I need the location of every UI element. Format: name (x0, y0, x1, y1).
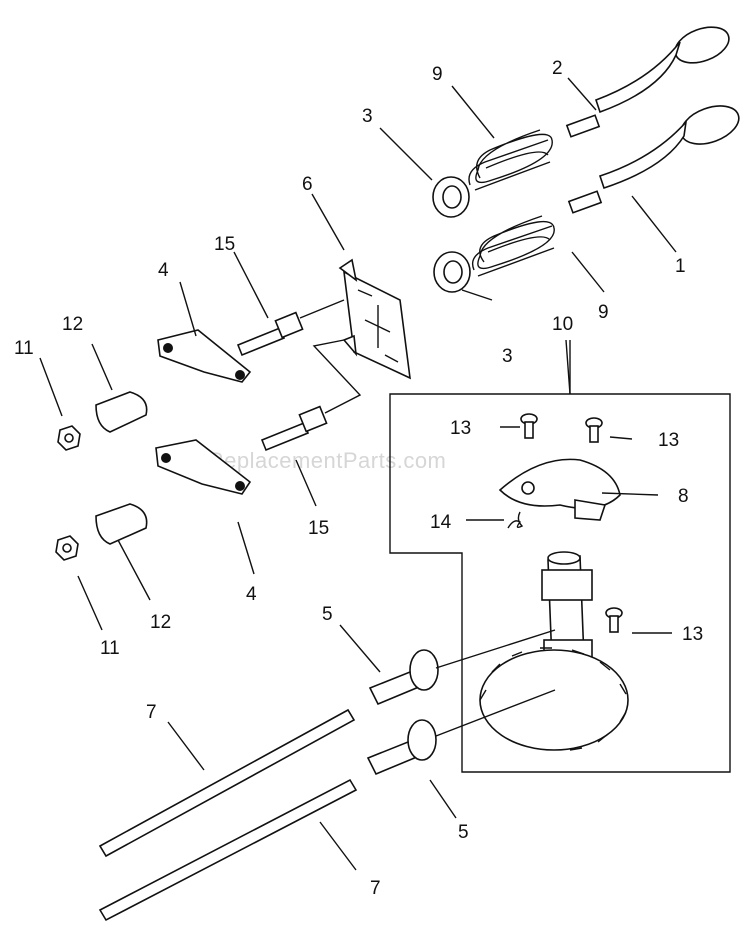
label-14: 14 (430, 512, 452, 533)
label-5-upper: 5 (322, 604, 333, 625)
push-rod-guide-plate[interactable] (338, 258, 411, 380)
rocker-stud-upper[interactable] (236, 311, 304, 357)
rocker-arm-lower[interactable] (155, 439, 252, 495)
label-7-lower: 7 (370, 878, 381, 899)
valve-spring-lower[interactable] (471, 215, 555, 277)
rocker-stud-lower[interactable] (260, 405, 328, 452)
adjuster-nut-upper[interactable] (95, 391, 148, 433)
nut-upper[interactable] (57, 425, 81, 451)
valve-intake[interactable] (565, 20, 734, 138)
push-rod-lower[interactable] (98, 778, 358, 922)
label-13-a: 13 (450, 418, 471, 439)
breather-plate[interactable] (498, 458, 621, 521)
watermark-text: eReplacementParts.com (195, 448, 446, 473)
adjuster-nut-lower[interactable] (95, 503, 148, 545)
label-9-lower: 9 (598, 302, 609, 323)
tappet-upper[interactable] (368, 649, 439, 706)
label-4-lower: 4 (246, 584, 257, 605)
label-9-upper: 9 (432, 64, 443, 85)
label-7-upper: 7 (146, 702, 157, 723)
cam-gear[interactable] (479, 647, 629, 751)
spring-retainer-upper[interactable] (432, 176, 470, 218)
spring-retainer-lower[interactable] (433, 251, 471, 293)
label-10: 10 (552, 314, 573, 335)
label-4-upper: 4 (158, 260, 169, 281)
valve-exhaust[interactable] (567, 99, 744, 214)
push-rod-upper[interactable] (98, 708, 356, 858)
rocker-arm-upper[interactable] (157, 329, 252, 383)
label-13-c: 13 (682, 624, 703, 645)
label-3-lower: 3 (502, 346, 513, 367)
leader-lines (39, 77, 677, 871)
screw-c[interactable] (605, 607, 623, 633)
label-3-upper: 3 (362, 106, 373, 127)
screw-b[interactable] (585, 417, 603, 443)
tappet-lower[interactable] (366, 719, 437, 776)
label-11-upper: 11 (14, 338, 34, 359)
label-6: 6 (302, 174, 313, 195)
label-11-lower: 11 (100, 638, 120, 659)
label-15-lower: 15 (308, 518, 329, 539)
label-13-b: 13 (658, 430, 679, 451)
label-12-lower: 12 (150, 612, 171, 633)
label-15-upper: 15 (214, 234, 235, 255)
valve-spring-upper[interactable] (468, 129, 553, 191)
label-1: 1 (675, 256, 686, 277)
assembly-box-outline (389, 340, 731, 773)
nut-lower[interactable] (55, 535, 79, 561)
screw-a[interactable] (520, 413, 538, 439)
label-8: 8 (678, 486, 689, 507)
label-2: 2 (552, 58, 563, 79)
breather-spring[interactable] (507, 511, 524, 529)
label-5-lower: 5 (458, 822, 469, 843)
label-12-upper: 12 (62, 314, 83, 335)
